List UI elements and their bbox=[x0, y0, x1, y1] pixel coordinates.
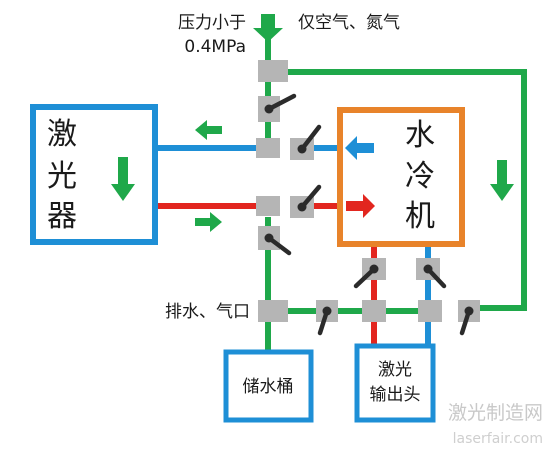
laser-char-1: 激 bbox=[47, 117, 77, 152]
tee-fitting-top bbox=[258, 60, 288, 82]
red-pipe bbox=[155, 203, 377, 346]
fitting-red-bottom bbox=[362, 300, 386, 322]
water-tank-box bbox=[223, 349, 314, 423]
inlet-pressure-label: 压力小于 bbox=[178, 13, 246, 33]
laser-output-head-box bbox=[354, 343, 436, 423]
water-tank-label: 储水桶 bbox=[243, 377, 294, 397]
valve-6 bbox=[416, 258, 447, 289]
chiller-char-3: 机 bbox=[405, 199, 435, 234]
output-head-label-2: 输出头 bbox=[370, 385, 421, 405]
fitting-blue-bottom bbox=[418, 300, 442, 322]
tee-fitting-red bbox=[256, 196, 280, 216]
valve-1 bbox=[258, 93, 297, 122]
valves bbox=[258, 93, 480, 336]
laser-down-arrow bbox=[111, 157, 135, 201]
chiller-char-1: 水 bbox=[405, 118, 435, 153]
chiller-char-2: 冷 bbox=[405, 159, 435, 194]
red-flow-arrow bbox=[346, 194, 375, 218]
inlet-down-arrow bbox=[253, 14, 283, 42]
valve-2 bbox=[290, 124, 322, 160]
fittings bbox=[256, 60, 442, 322]
pipes bbox=[155, 35, 527, 355]
watermark-cn: 激光制造网 bbox=[448, 402, 543, 424]
valve-5 bbox=[353, 258, 386, 289]
inlet-pressure-value: 0.4MPa bbox=[184, 37, 246, 57]
green-left-arrow bbox=[195, 120, 222, 140]
chiller-box bbox=[337, 107, 465, 247]
valve-3 bbox=[290, 184, 322, 218]
green-right-arrow bbox=[195, 212, 222, 232]
output-head-label-1: 激光 bbox=[378, 360, 412, 380]
tee-fitting-drain bbox=[258, 300, 288, 322]
laser-char-2: 光 bbox=[47, 159, 77, 194]
valve-7 bbox=[316, 300, 338, 336]
flow-arrows bbox=[111, 14, 514, 232]
loop-down-arrow bbox=[490, 160, 514, 201]
valve-8 bbox=[458, 300, 480, 336]
tee-fitting-blue bbox=[256, 138, 280, 158]
laser-char-3: 器 bbox=[47, 199, 77, 234]
drain-label: 排水、气口 bbox=[165, 302, 250, 322]
laser-box bbox=[30, 104, 158, 245]
blue-flow-arrow bbox=[345, 136, 374, 160]
watermark-en: laserfair.com bbox=[453, 431, 543, 447]
valve-4 bbox=[258, 226, 292, 256]
inlet-gas-label: 仅空气、氮气 bbox=[298, 13, 400, 33]
